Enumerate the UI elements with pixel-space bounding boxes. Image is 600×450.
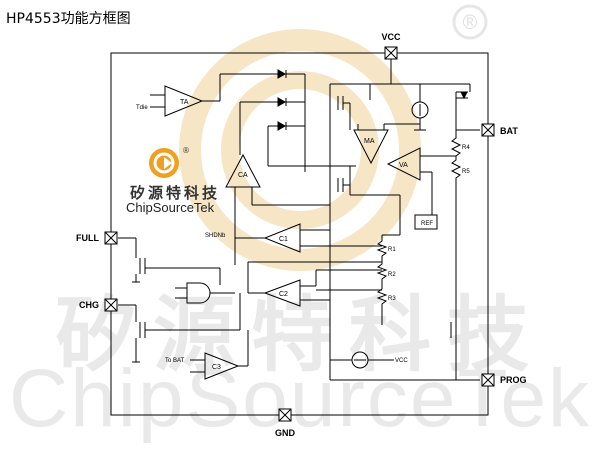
pin-prog (481, 373, 495, 387)
logo-english: ChipSourceTek (126, 200, 215, 215)
pin-chg (104, 298, 118, 312)
watermark-english: ChipSourceTek (8, 353, 592, 444)
chipsourcetek-logo: ® 矽源特科技 ChipSourceTek (124, 146, 244, 216)
c1-comparator (263, 223, 301, 253)
diode-1 (277, 69, 287, 79)
va-label: VA (399, 162, 408, 169)
pin-full (104, 231, 118, 245)
ta-amplifier (164, 85, 204, 117)
ca-label: CA (238, 172, 248, 179)
pin-vcc-label: VCC (381, 32, 401, 42)
r2-label: R2 (388, 272, 396, 278)
ma-amplifier (353, 129, 389, 165)
r1-label: R1 (388, 247, 396, 253)
shdnb-label: SHDNb (205, 233, 226, 239)
ref-block (414, 214, 438, 230)
ca-amplifier (225, 153, 261, 188)
pin-bat-label: BAT (500, 126, 518, 136)
c2-comparator (263, 279, 301, 307)
and-gate (186, 282, 211, 304)
page-title: HP4553功能方框图 (6, 11, 131, 27)
vcc-source-label: VCC (395, 358, 408, 364)
r4-label: R4 (462, 145, 470, 151)
pin-prog-label: PROG (500, 375, 527, 385)
r4-r5-resistors (450, 130, 462, 188)
pin-chg-label: CHG (79, 300, 99, 310)
pin-gnd (278, 408, 292, 422)
logo-registered: ® (182, 146, 190, 155)
c3-label: C3 (212, 364, 221, 371)
c1-label: C1 (279, 236, 288, 243)
tdie-label: Tdie (136, 105, 148, 111)
tobat-label: To BAT (165, 358, 185, 364)
pin-gnd-label: GND (275, 428, 296, 438)
r1-r2-r3-resistors (376, 235, 388, 325)
r5-label: R5 (462, 169, 470, 175)
va-amplifier (386, 147, 421, 181)
c2-label: C2 (279, 291, 288, 298)
pin-full-label: FULL (76, 233, 99, 243)
ma-label: MA (364, 138, 375, 145)
c3-comparator (204, 352, 240, 380)
r3-label: R3 (388, 296, 396, 302)
logo-icon (149, 148, 179, 178)
pin-bat (481, 123, 495, 137)
pin-vcc (384, 46, 398, 60)
watermark-registered: ® (463, 12, 478, 34)
logo-chinese: 矽源特科技 (130, 184, 221, 202)
ta-label: TA (180, 99, 189, 106)
ref-label: REF (421, 221, 433, 227)
